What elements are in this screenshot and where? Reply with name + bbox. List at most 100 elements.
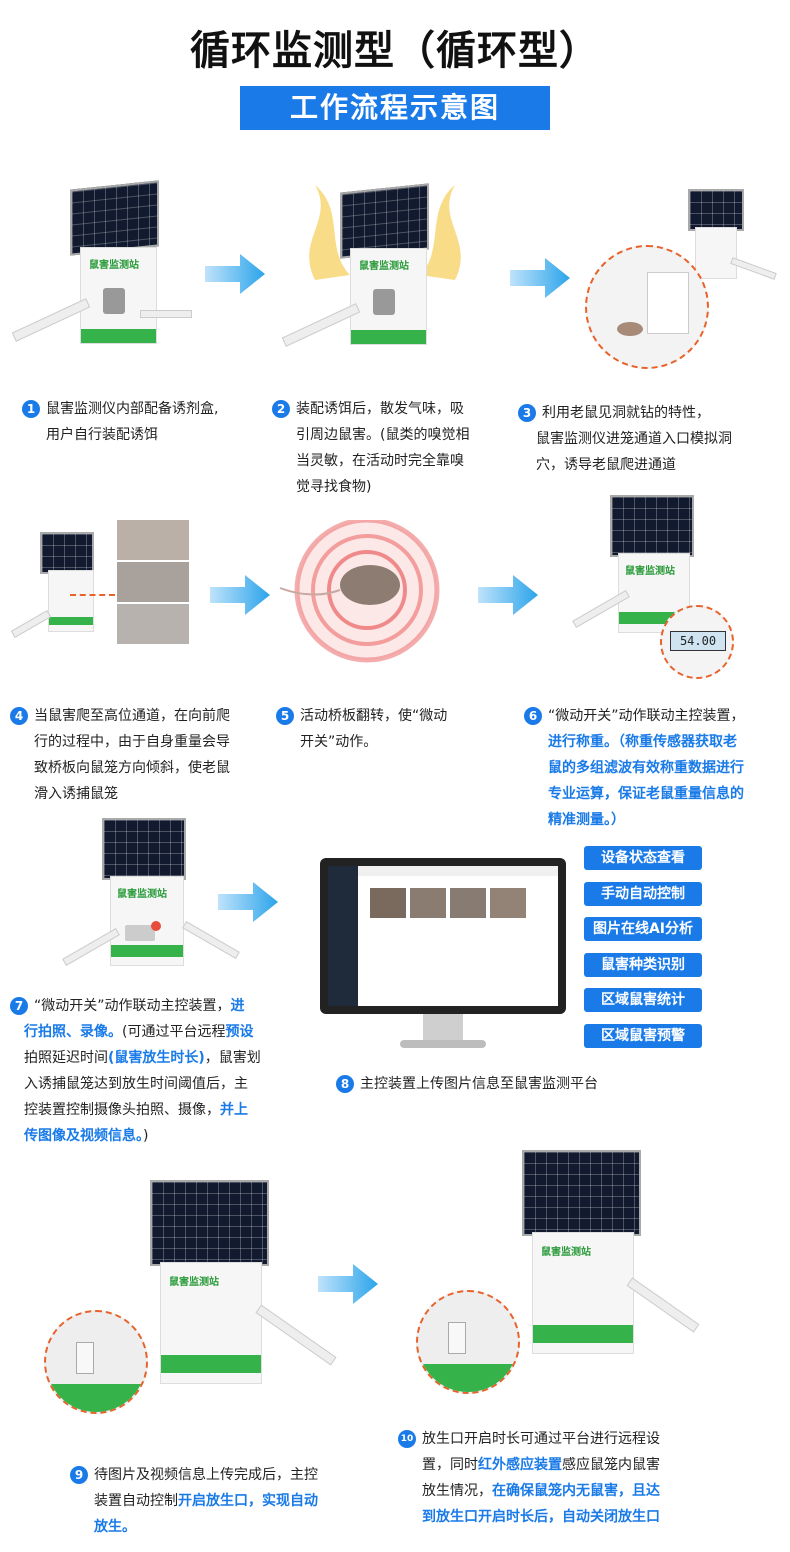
step-10-text: 10 放生口开启时长可通过平台进行远程设 置，同时红外感应装置感应鼠笼内鼠害 放生… — [398, 1426, 690, 1530]
tag-species-recognition: 鼠害种类识别 — [584, 953, 702, 977]
step-line: 装置自动控制 — [94, 1493, 178, 1509]
step-line: (可通过平台远程 — [122, 1024, 226, 1040]
arrow-right-icon-6 — [318, 1264, 378, 1304]
step-number: 5 — [276, 707, 294, 725]
step-line: 放生口开启时长可通过平台进行远程设 — [422, 1431, 660, 1447]
step-3-text: 3 利用老鼠见洞就钻的特性， 鼠害监测仪进笼通道入口模拟洞 穴，诱导老鼠爬进通道 — [518, 400, 783, 478]
arrow-right-icon-5 — [218, 882, 278, 922]
device-illustration-9: 鼠害监测站 — [40, 1180, 350, 1420]
step-line: (鼠害放生时长) — [108, 1050, 205, 1066]
step-line: 鼠害监测仪进笼通道入口模拟洞 — [536, 431, 732, 447]
tag-regional-statistics: 区域鼠害统计 — [584, 988, 702, 1012]
step-line: 装配诱饵后，散发气味，吸 — [296, 401, 464, 417]
device-illustration-7: 鼠害监测站 — [60, 818, 240, 983]
step-1-text: 1 鼠害监测仪内部配备诱剂盒, 用户自行装配诱饵 — [22, 396, 262, 448]
tag-device-status: 设备状态查看 — [584, 846, 702, 870]
device-illustration-4 — [10, 520, 200, 670]
arrow-right-icon-3 — [210, 575, 270, 615]
step-line: 在确保鼠笼内无鼠害，且达 — [492, 1483, 660, 1499]
mouse-target-illustration — [272, 520, 462, 670]
step-number: 3 — [518, 404, 536, 422]
ripple-rings-icon — [279, 520, 440, 663]
step-line: 进行称重。（称重传感器获取老 — [548, 734, 737, 750]
step-line: 并上 — [220, 1102, 248, 1118]
tag-manual-auto-control: 手动自动控制 — [584, 882, 702, 906]
step-number: 9 — [70, 1466, 88, 1484]
step-line: 感应鼠笼内鼠害 — [562, 1457, 660, 1473]
step-line: 红外感应装置 — [478, 1457, 562, 1473]
tag-image-ai-analysis: 图片在线AI分析 — [584, 917, 702, 941]
step-line: 活动桥板翻转，使“微动 — [300, 708, 448, 724]
step-line: 行的过程中，由于自身重量会导 — [34, 734, 230, 750]
step-line: 当灵敏，在活动时完全靠嗅 — [296, 453, 464, 469]
photo-panel-middle — [117, 562, 189, 602]
step-line: 专业运算，保证老鼠重量信息的 — [548, 786, 744, 802]
device-label: 鼠害监测站 — [541, 1247, 591, 1258]
step-line: ) — [143, 1128, 149, 1144]
device-label: 鼠害监测站 — [89, 260, 139, 271]
step-line: 入诱捕鼠笼达到放生时间阈值后，主 — [24, 1076, 248, 1092]
step-line: 拍照延迟时间 — [24, 1050, 108, 1066]
scent-flame-icon — [309, 185, 461, 280]
step-line: 放生情况， — [422, 1483, 492, 1499]
step-line: 开关”动作。 — [300, 734, 378, 750]
arrow-right-icon-4 — [478, 575, 538, 615]
step-line: 引周边鼠害。(鼠类的嗅觉相 — [296, 427, 470, 443]
arrow-right-icon-2 — [510, 258, 570, 298]
mouse-closeup-circle — [585, 245, 709, 369]
device-label: 鼠害监测站 — [117, 889, 167, 900]
step-number: 2 — [272, 400, 290, 418]
step-line: 致桥板向鼠笼方向倾斜，使老鼠 — [34, 760, 230, 776]
photo-panel-bottom — [117, 604, 189, 644]
step-line: 置，同时 — [422, 1457, 478, 1473]
step-line: 利用老鼠见洞就钻的特性， — [542, 405, 710, 421]
step-7-text: 7 “微动开关”动作联动主控装置，进 行拍照、录像。(可通过平台远程预设 拍照延迟… — [10, 993, 290, 1149]
step-line: 进 — [230, 998, 245, 1014]
device-illustration-6: 鼠害监测站 54.00 — [560, 495, 780, 679]
page-title: 循环监测型（循环型） — [190, 28, 600, 74]
photo-panel-top — [117, 520, 189, 560]
device-illustration-3 — [580, 185, 780, 385]
step-line: 开启放生口，实现自动 — [178, 1493, 318, 1509]
step-line: 穴，诱导老鼠爬进通道 — [536, 457, 676, 473]
step-number: 10 — [398, 1430, 416, 1448]
tag-regional-warning: 区域鼠害预警 — [584, 1024, 702, 1048]
device-label: 鼠害监测站 — [359, 261, 409, 272]
step-line: 预设 — [225, 1024, 254, 1040]
step-line: 放生。 — [94, 1519, 136, 1535]
step-6-text: 6“微动开关”动作联动主控装置， 进行称重。（称重传感器获取老 鼠的多组滤波有效… — [524, 703, 786, 833]
mouse-icon — [617, 322, 643, 336]
step-9-text: 9 待图片及视频信息上传完成后，主控 装置自动控制开启放生口，实现自动 放生。 — [70, 1462, 350, 1540]
step-line: 待图片及视频信息上传完成后，主控 — [94, 1467, 318, 1483]
step-line: “微动开关”动作联动主控装置， — [34, 998, 231, 1014]
step-line: 控装置控制摄像头拍照、摄像， — [24, 1102, 220, 1118]
step-line: 鼠害监测仪内部配备诱剂盒, — [46, 401, 219, 417]
scale-display: 54.00 — [670, 631, 726, 651]
step-line: ，鼠害划 — [204, 1050, 261, 1066]
release-port-closeup-circle — [44, 1310, 148, 1414]
device-illustration-2: 鼠害监测站 — [270, 180, 490, 365]
device-illustration-1: 鼠害监测站 — [10, 180, 192, 365]
device-label: 鼠害监测站 — [169, 1277, 219, 1288]
step-line: 到放生口开启时长后，自动关闭放生口 — [422, 1509, 660, 1525]
step-2-text: 2 装配诱饵后，散发气味，吸 引周边鼠害。(鼠类的嗅觉相 当灵敏，在活动时完全靠嗅… — [272, 396, 502, 500]
page-subtitle: 工作流程示意图 — [240, 86, 550, 130]
step-line: 行拍照、录像。 — [24, 1024, 122, 1040]
infrared-closeup-circle — [416, 1290, 520, 1394]
scale-closeup-circle: 54.00 — [660, 605, 734, 679]
step-line: 滑入诱捕鼠笼 — [34, 786, 118, 802]
step-line: 觉寻找食物) — [296, 479, 372, 495]
step-line: 当鼠害爬至高位通道，在向前爬 — [34, 708, 230, 724]
step-line: 鼠的多组滤波有效称重数据进行 — [548, 760, 744, 776]
step-number: 7 — [10, 997, 28, 1015]
step-line: 用户自行装配诱饵 — [46, 427, 158, 443]
step-number: 1 — [22, 400, 40, 418]
step-line: 精准测量。） — [548, 812, 625, 828]
device-label: 鼠害监测站 — [625, 566, 675, 577]
step-line: 主控装置上传图片信息至鼠害监测平台 — [360, 1076, 598, 1092]
step-number: 6 — [524, 707, 542, 725]
step-line: 传图像及视频信息。 — [24, 1128, 143, 1144]
step-5-text: 5 活动桥板翻转，使“微动 开关”动作。 — [276, 703, 496, 755]
